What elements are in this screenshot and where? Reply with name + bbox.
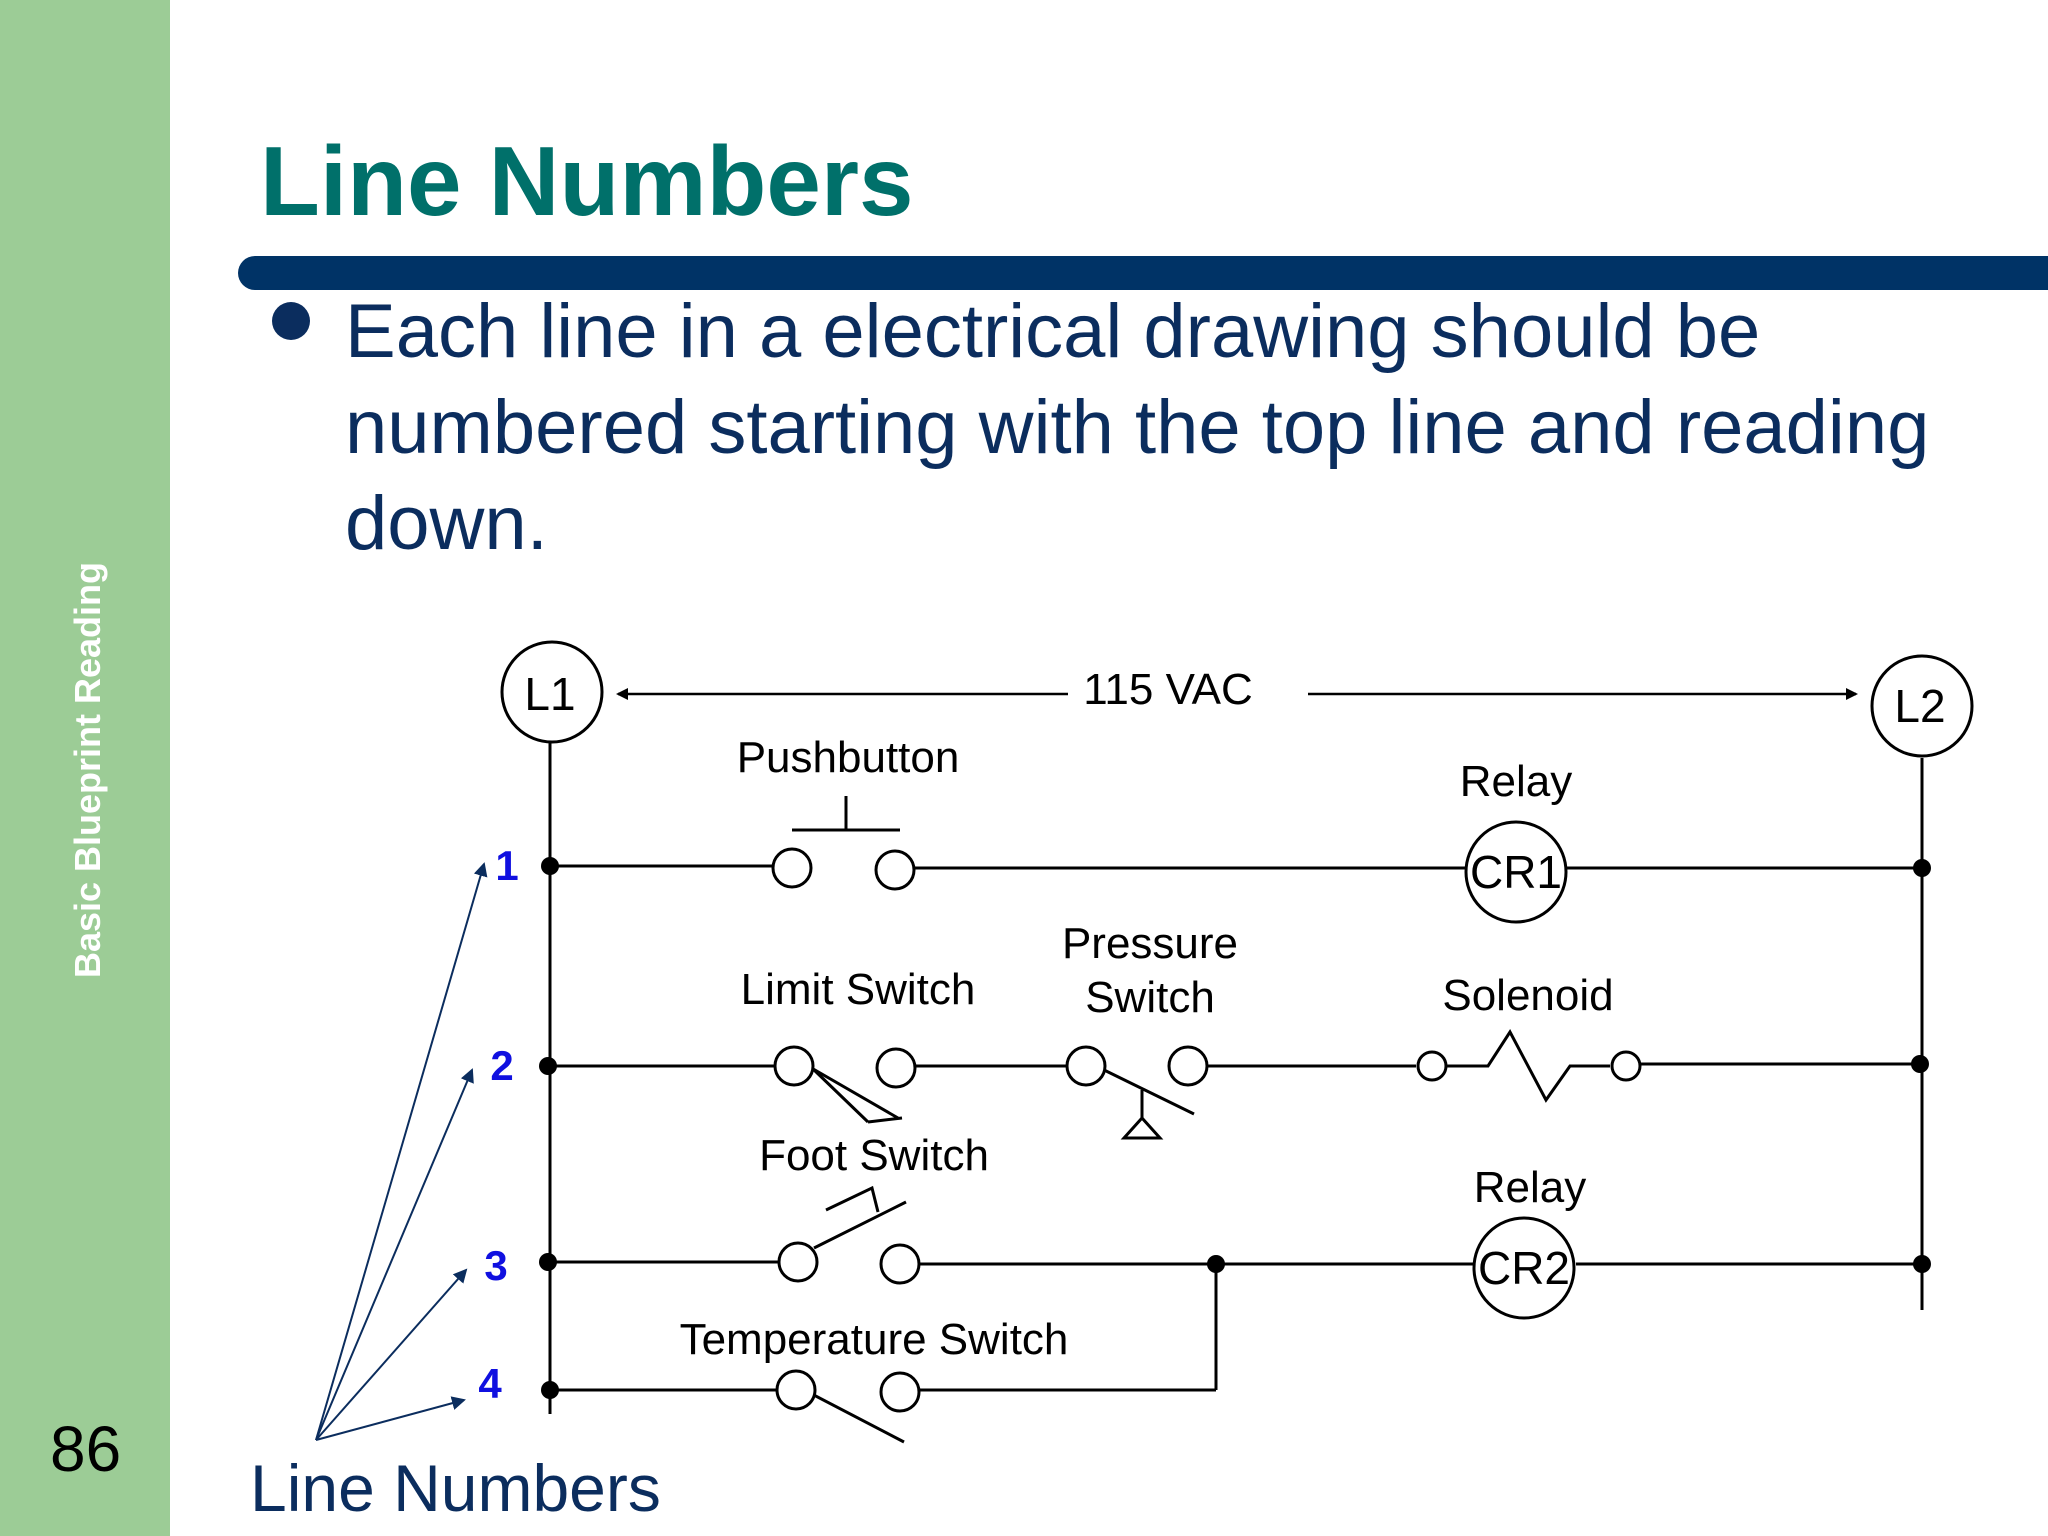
pointer-arrows <box>315 862 488 1441</box>
junction-dot <box>1911 1055 1929 1073</box>
temperature-switch-label: Temperature Switch <box>680 1315 1069 1364</box>
wiring <box>548 742 1924 1414</box>
solenoid-label: Solenoid <box>1442 971 1613 1020</box>
relay-1-label: Relay <box>1460 757 1573 806</box>
pushbutton-label: Pushbutton <box>737 733 960 782</box>
junction-dot <box>539 1057 557 1075</box>
line-number-2: 2 <box>490 1042 513 1089</box>
pushbutton-symbol <box>771 796 916 891</box>
foot-switch-symbol <box>777 1185 921 1285</box>
relay-cr1-coil: CR1 <box>1464 820 1568 924</box>
line-number-4: 4 <box>478 1360 502 1407</box>
line-numbers-caption: Line Numbers <box>250 1451 661 1525</box>
pointer-arrow <box>315 1396 466 1441</box>
limit-switch-label: Limit Switch <box>741 965 976 1014</box>
temperature-switch-symbol <box>775 1369 921 1444</box>
side-bar <box>0 0 170 1536</box>
bullet-dot-icon <box>272 302 310 340</box>
relay-cr2-coil: CR2 <box>1472 1216 1576 1320</box>
relay-2-label: Relay <box>1474 1163 1587 1212</box>
page-number: 86 <box>50 1413 122 1485</box>
junction-dot <box>1207 1255 1225 1273</box>
l1-terminal: L1 <box>500 640 604 744</box>
l1-label: L1 <box>524 668 575 720</box>
line-number-3: 3 <box>484 1242 507 1289</box>
solenoid-symbol <box>1416 1029 1642 1103</box>
pressure-switch-label-1: Pressure <box>1062 919 1238 968</box>
junction-dot <box>541 857 559 875</box>
l2-label: L2 <box>1894 680 1945 732</box>
limit-switch-symbol <box>773 1045 917 1124</box>
slide-title: Line Numbers <box>260 126 914 236</box>
pressure-switch-symbol <box>1065 1045 1209 1140</box>
line-number-1: 1 <box>495 842 518 889</box>
foot-switch-label: Foot Switch <box>759 1131 989 1180</box>
cr2-label: CR2 <box>1478 1242 1570 1294</box>
pointer-arrow <box>315 862 488 1441</box>
junction-dot <box>1913 859 1931 877</box>
bullet-text: Each line in a electrical drawing should… <box>345 289 1930 566</box>
pointer-arrow <box>315 1268 468 1441</box>
junction-dots <box>539 857 1931 1399</box>
pressure-switch-label-2: Switch <box>1085 973 1215 1022</box>
voltage-label: 115 VAC <box>1083 665 1253 714</box>
junction-dot <box>541 1381 559 1399</box>
junction-dot <box>539 1253 557 1271</box>
junction-dot <box>1913 1255 1931 1273</box>
l2-terminal: L2 <box>1870 654 1974 758</box>
pointer-arrow <box>315 1068 474 1441</box>
cr1-label: CR1 <box>1470 846 1562 898</box>
line-numbers: 1 2 3 4 <box>478 842 518 1407</box>
title-rule <box>238 256 2048 290</box>
